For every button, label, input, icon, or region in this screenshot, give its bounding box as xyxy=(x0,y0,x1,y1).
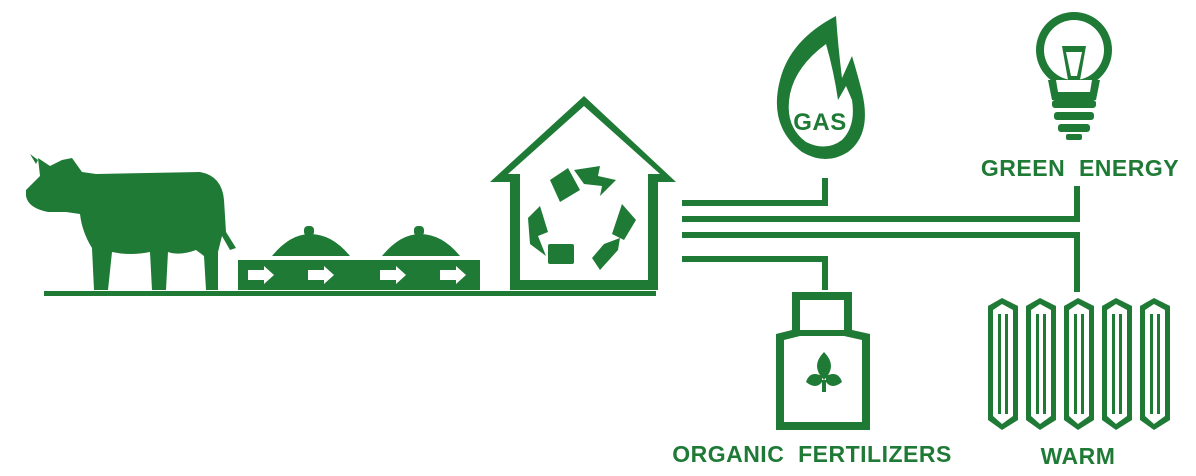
organic-fertilizers-label: ORGANIC FERTILIZERS xyxy=(672,441,952,467)
lightbulb-icon xyxy=(1036,12,1112,140)
biogas-plant-icon xyxy=(490,96,676,290)
flame-icon: GAS xyxy=(776,16,865,159)
cow-icon xyxy=(26,154,236,290)
radiator-icon xyxy=(988,298,1170,430)
recycle-icon xyxy=(528,166,636,270)
distribution-pipes xyxy=(682,178,1080,292)
manure-piles xyxy=(272,226,460,256)
conveyor-arrows xyxy=(248,266,466,284)
ground-line xyxy=(44,291,656,296)
warm-label: WARM xyxy=(1041,443,1116,469)
green-energy-label: GREEN ENERGY xyxy=(981,155,1179,181)
manure-conveyor-icon xyxy=(238,226,480,290)
gas-label: GAS xyxy=(793,109,847,136)
fertilizer-tank-icon xyxy=(776,292,870,430)
leaf-icon xyxy=(806,352,842,392)
